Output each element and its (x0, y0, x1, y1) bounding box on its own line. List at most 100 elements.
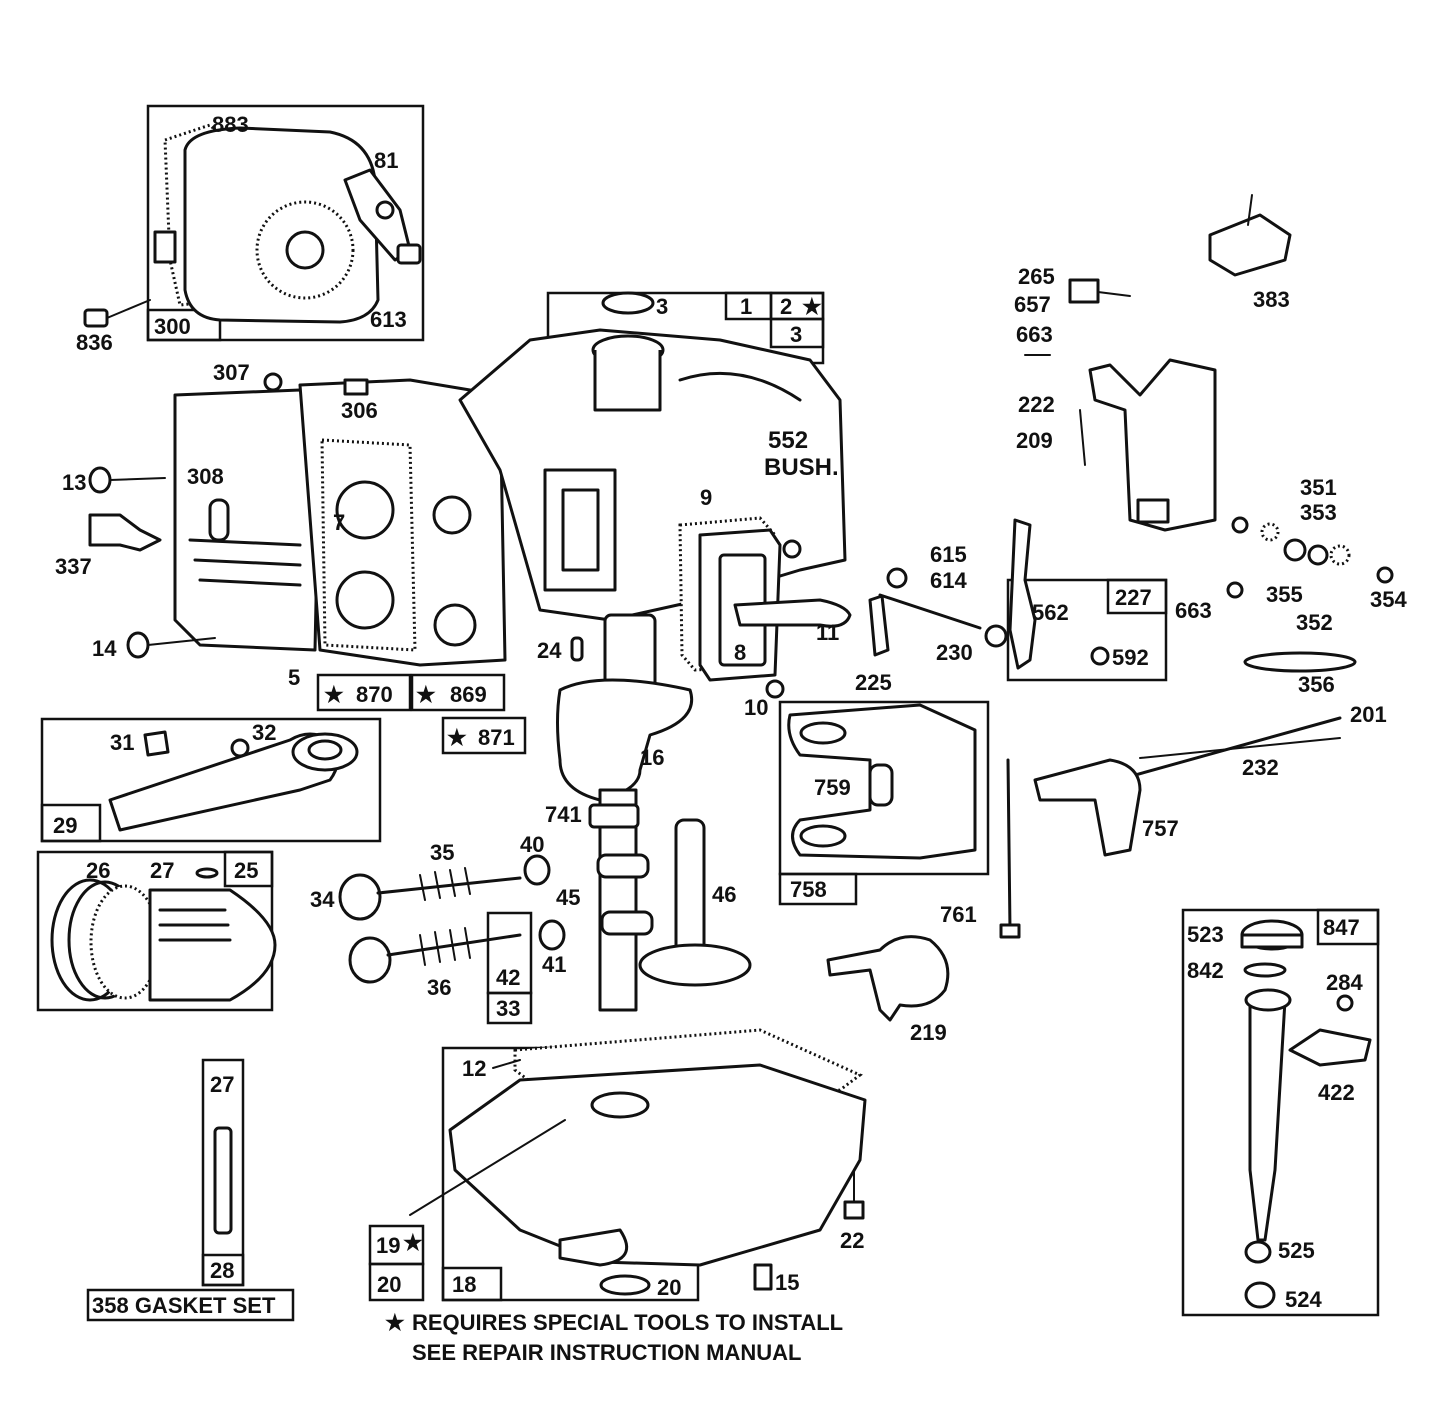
valve-port-lower (433, 603, 477, 647)
sump-boss (590, 1091, 650, 1119)
screw-22 (843, 1200, 865, 1220)
label-741: 741 (545, 802, 582, 827)
screw-663-lower (1226, 581, 1244, 599)
valve-36-stem (386, 933, 522, 957)
kit-871-box (441, 716, 527, 755)
label-41: 41 (542, 952, 566, 977)
governor-lever (1008, 518, 1037, 670)
dipstick-cap-knurl (1240, 933, 1304, 949)
label-81: 81 (374, 148, 398, 173)
label-871: 871 (478, 725, 515, 750)
part-labels: 883 81 613 300 836 3 1 2 ★ 3 307 306 308… (53, 112, 1407, 1318)
tappet-upper-45 (596, 853, 650, 879)
o-ring-842 (1243, 962, 1287, 978)
crankshaft-throw-16 (556, 678, 693, 802)
part-265 (1068, 278, 1100, 304)
label-219: 219 (910, 1020, 947, 1045)
label-552: 552 (768, 427, 808, 454)
air-cleaner-frame (146, 104, 425, 342)
switch-383 (1208, 213, 1292, 277)
screw-32 (230, 738, 250, 758)
label-871-star: ★ (447, 725, 467, 750)
label-12: 12 (462, 1056, 486, 1081)
dipstick-tube-top (1244, 988, 1292, 1012)
label-758: 758 (790, 877, 827, 902)
crankcase-mount-recess (561, 488, 600, 572)
wrist-pin (213, 1126, 233, 1235)
label-523: 523 (1187, 922, 1224, 947)
label-757: 757 (1142, 816, 1179, 841)
label-869: 869 (450, 682, 487, 707)
label-7: 7 (333, 510, 345, 535)
air-filter-center (285, 230, 325, 270)
part-33-box (486, 991, 533, 1025)
label-869-star: ★ (416, 682, 436, 707)
label-352: 352 (1296, 610, 1333, 635)
switch-383-wire (1247, 194, 1253, 226)
label-883: 883 (212, 112, 249, 137)
screw-836 (83, 308, 109, 328)
label-28: 28 (210, 1258, 234, 1283)
connecting-rod-group (40, 717, 382, 843)
head-slot (208, 498, 230, 542)
label-45: 45 (556, 885, 580, 910)
label-284: 284 (1326, 970, 1363, 995)
label-225: 225 (855, 670, 892, 695)
dipstick-kit-frame (1181, 908, 1380, 1317)
clip-615 (886, 567, 908, 589)
label-761: 761 (940, 902, 977, 927)
label-2: 2 (780, 294, 792, 319)
governor-control-group (868, 194, 1394, 784)
label-663-lower: 663 (1175, 598, 1212, 623)
label-19: 19 (376, 1233, 400, 1258)
part-307-nut (263, 372, 283, 392)
sump-group (368, 1028, 867, 1302)
label-663-upper: 663 (1016, 322, 1053, 347)
spark-plug-337 (88, 513, 162, 552)
gasket-set-group (86, 1058, 295, 1322)
label-525: 525 (1278, 1238, 1315, 1263)
label-14: 14 (92, 636, 117, 661)
part-29-box (40, 803, 102, 843)
label-34: 34 (310, 887, 335, 912)
label-759: 759 (814, 775, 851, 800)
label-307: 307 (213, 360, 250, 385)
label-32: 32 (252, 720, 276, 745)
part-28-box (201, 1253, 245, 1287)
label-265: 265 (1018, 264, 1055, 289)
cylinder-bore-upper (335, 480, 395, 540)
label-615: 615 (930, 542, 967, 567)
part-25-box (223, 850, 274, 888)
label-19-star: ★ (403, 1230, 423, 1255)
pushrod-761-end (999, 923, 1021, 939)
piston (148, 888, 277, 1002)
clip-tab (153, 230, 177, 264)
spring-209 (1079, 409, 1086, 466)
crankshaft-group (556, 613, 752, 1012)
bracket-422 (1288, 1028, 1372, 1067)
kit-870-box (316, 673, 412, 712)
bolt-14-shaft (147, 637, 216, 646)
label-847: 847 (1323, 915, 1360, 940)
cylinder-head-308 (173, 388, 322, 652)
screw-351 (1231, 516, 1249, 534)
label-308: 308 (187, 464, 224, 489)
label-26: 26 (86, 858, 110, 883)
bracket-hole (375, 200, 395, 220)
screw-836-thread (106, 299, 151, 319)
label-33: 33 (496, 996, 520, 1021)
crankcase-group (458, 291, 852, 699)
retainer-40 (523, 854, 551, 886)
label-870: 870 (356, 682, 393, 707)
label-201: 201 (1350, 702, 1387, 727)
screw-657 (1097, 291, 1131, 297)
label-9: 9 (700, 485, 712, 510)
seal-3 (601, 291, 655, 315)
valve-spring-35 (419, 867, 471, 901)
dowel-24 (570, 636, 584, 662)
dipstick-group (1181, 908, 1380, 1317)
label-29: 29 (53, 813, 77, 838)
shaft-614 (878, 593, 982, 630)
bolt-13-head (88, 466, 112, 494)
